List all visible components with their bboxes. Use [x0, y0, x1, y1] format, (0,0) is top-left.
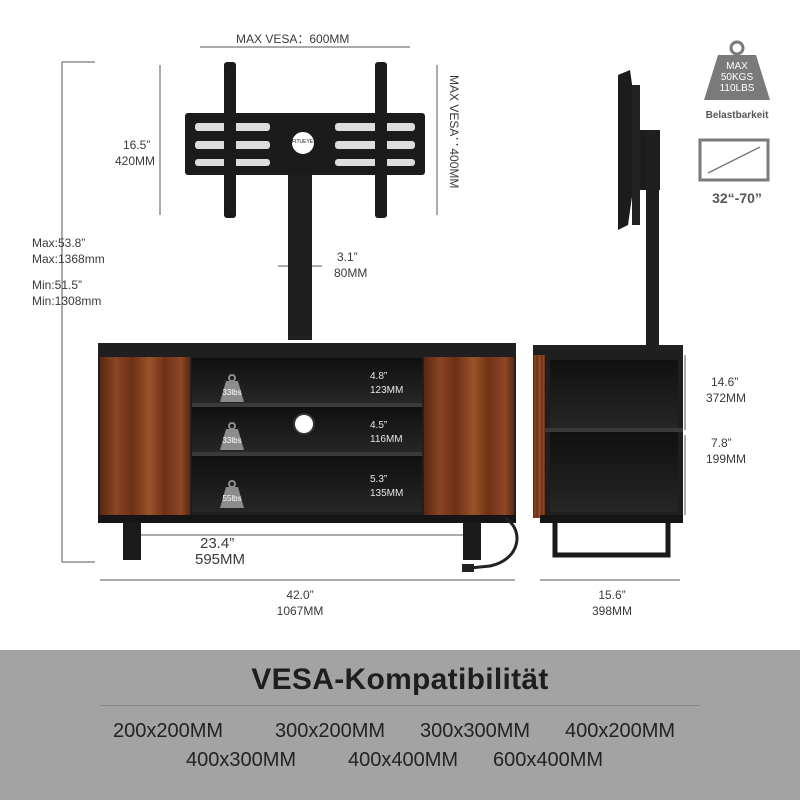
side-upper-in: 14.6” — [711, 375, 739, 389]
right-wood-door — [424, 357, 514, 515]
leg-span-mm: 595MM — [195, 551, 246, 568]
vesa-size: 300x200MM — [275, 720, 386, 742]
left-wood-door — [100, 357, 190, 515]
vesa-height-label: MAX VESA：400MM — [447, 75, 461, 189]
product-dimension-diagram: MAX VESA：600MM MAX VESA：400MM 16.5” 420M… — [32, 32, 770, 618]
pole-width-mm: 80MM — [334, 266, 368, 280]
capacity-max: MAX — [726, 61, 748, 72]
shelf2-weight: 33lbs — [222, 436, 242, 445]
right-leg — [463, 523, 481, 560]
vesa-size: 400x300MM — [186, 749, 297, 771]
min-height-mm: Min:1308mm — [32, 294, 102, 308]
capacity-weight-icon — [704, 40, 770, 100]
screen-size-icon — [698, 138, 770, 182]
cabinet-side-view — [533, 70, 683, 558]
shelf3-in: 5.3” — [370, 474, 388, 485]
shelf-weight-icons — [220, 374, 244, 508]
brand-badge — [290, 130, 316, 156]
side-pole — [646, 130, 659, 345]
leg-span-in: 23.4” — [200, 535, 235, 552]
shelf2-mm: 116MM — [370, 434, 403, 445]
vesa-compatibility-panel — [0, 650, 800, 800]
weight-icon-2 — [220, 429, 244, 450]
shelf3-mm: 135MM — [370, 488, 404, 499]
capacity-lbs: 110LBS — [719, 83, 755, 94]
depth-in: 15.6” — [598, 588, 626, 602]
capacity-label: Belastbarkeit — [705, 110, 769, 121]
shelf1-weight: 33lbs — [222, 388, 242, 397]
shelf3-weight: 55lbs — [222, 494, 242, 503]
side-leg-frame — [552, 523, 671, 558]
min-height-in: Min:51.5” — [32, 278, 83, 292]
left-leg — [123, 523, 141, 560]
tv-mount-front — [185, 62, 425, 340]
vesa-size: 200x200MM — [113, 720, 224, 742]
vesa-size: 300x300MM — [420, 720, 531, 742]
pole-width-in: 3.1” — [337, 250, 358, 264]
width-in: 42.0” — [286, 588, 314, 602]
brand-badge-text: FITUEYES — [292, 139, 317, 145]
screen-size-label: 32“-70” — [712, 190, 762, 206]
vesa-divider — [100, 705, 700, 706]
vesa-title: VESA-Kompatibilität — [251, 663, 549, 696]
side-lower-mm: 199MM — [706, 452, 747, 466]
cabinet-front — [98, 343, 519, 572]
side-lower-in: 7.8” — [711, 436, 732, 450]
shelf1-in: 4.8” — [370, 371, 388, 382]
vesa-size: 600x400MM — [493, 749, 604, 771]
max-height-in: Max:53.8” — [32, 236, 86, 250]
mount-height-mm: 420MM — [115, 154, 156, 168]
center-pole — [288, 175, 312, 340]
vesa-width-label: MAX VESA：600MM — [236, 32, 350, 46]
vesa-size: 400x400MM — [348, 749, 459, 771]
side-wood-panel — [533, 355, 545, 518]
shelf1-mm: 123MM — [370, 385, 404, 396]
product-illustration — [61, 40, 770, 581]
weight-icon-1 — [220, 381, 244, 402]
power-cable — [469, 516, 519, 570]
max-height-mm: Max:1368mm — [32, 252, 105, 266]
mount-height-in: 16.5” — [123, 138, 151, 152]
side-upper-mm: 372MM — [706, 391, 747, 405]
weight-icon-3 — [220, 487, 244, 508]
capacity-kgs: 50KGS — [720, 72, 754, 83]
width-mm: 1067MM — [276, 604, 324, 618]
depth-mm: 398MM — [591, 604, 632, 618]
vesa-size: 400x200MM — [565, 720, 676, 742]
shelf2-in: 4.5” — [370, 420, 388, 431]
